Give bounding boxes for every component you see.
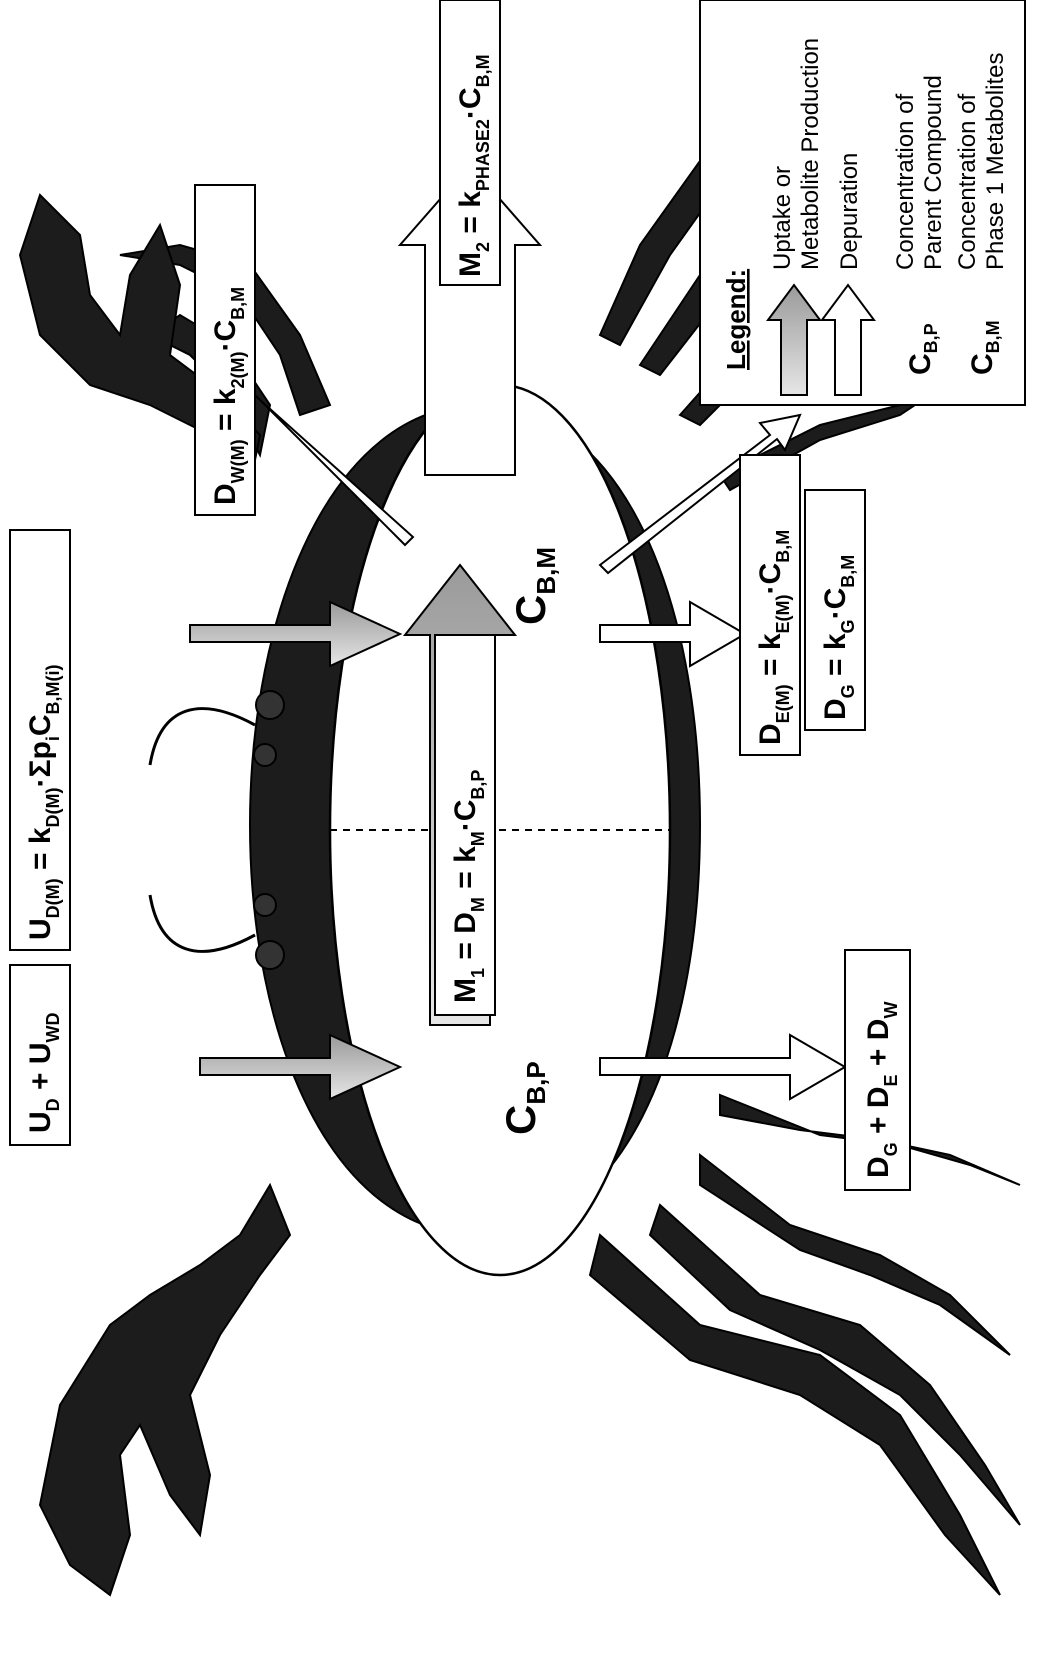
formula-main-text: ·C <box>819 588 852 620</box>
formula-subscript: G <box>838 619 858 633</box>
formula-main-text: ·C <box>754 563 787 595</box>
formula-main-text: U <box>24 918 57 940</box>
formula-subscript: D(M) <box>43 787 63 827</box>
formula-main-text: D <box>862 1019 895 1041</box>
crab-claw-left <box>40 1185 290 1595</box>
formula-subscript: 1 <box>468 968 488 978</box>
formula-main-text: ·C <box>209 320 242 352</box>
formula-subscript: W(M) <box>228 439 248 483</box>
legend-uptake-line2: Metabolite Production <box>797 38 824 270</box>
formula-subscript: M <box>468 831 488 846</box>
formula-main-text: + <box>862 1040 895 1074</box>
legend-depuration-label: Depuration <box>836 153 863 270</box>
formula-subscript: PHASE2 <box>473 119 493 191</box>
formula-main-text: ·C <box>454 87 487 119</box>
formula-subscript: D(M) <box>43 878 63 918</box>
legend-cbm-line1: Concentration of <box>954 94 981 270</box>
formula-main-text: D <box>862 1156 895 1178</box>
formula-subscript: B,M <box>228 287 248 320</box>
formula-subscript: B,M <box>838 555 858 588</box>
formula-subscript: M <box>468 897 488 912</box>
formula-main-text: = k <box>819 633 852 684</box>
formula-main-text: C <box>24 714 57 736</box>
box-uptake-parent: UD + UWD <box>10 965 70 1145</box>
formula-subscript: D <box>43 1098 63 1111</box>
formula-subscript: W <box>881 1002 901 1019</box>
formula-main-text: ·C <box>449 800 482 832</box>
crab-legs-left <box>590 1095 1020 1595</box>
box-depuration-parent: DG + DE + DW <box>845 950 910 1190</box>
legend: Legend: Uptake or Metabolite Production … <box>700 0 1025 405</box>
legend-uptake-line1: Uptake or <box>769 166 796 270</box>
formula-main-text: = k <box>209 388 242 439</box>
formula-main-text: = k <box>24 827 57 878</box>
formula-main-text: D <box>754 723 787 745</box>
formula-subscript: E <box>881 1074 901 1086</box>
legend-cbp-line2: Parent Compound <box>920 75 947 270</box>
formula-subscript: B,M(i) <box>43 664 63 714</box>
box-depuration-water-metabolite: DW(M) = k2(M)·CB,M <box>195 185 255 515</box>
formula-subscript: B,M <box>473 54 493 87</box>
formula-main-text: U <box>24 1042 57 1064</box>
formula-subscript: B,M <box>773 530 793 563</box>
formula-main-text: = k <box>454 191 487 242</box>
formula-main-text: = k <box>449 846 482 897</box>
formula-subscript: G <box>881 1142 901 1156</box>
box-depuration-growth: DG = kG·CB,M <box>805 490 865 730</box>
legend-cbp-line1: Concentration of <box>892 94 919 270</box>
formula-main-text: U <box>24 1111 57 1133</box>
formula-subscript: 2 <box>473 242 493 252</box>
formula-subscript: B,P <box>468 770 488 800</box>
formula-main-text: D <box>819 698 852 720</box>
formula-main-text: M <box>449 978 482 1003</box>
box-metabolism-1: M1 = DM = kM·CB,P <box>435 635 495 1015</box>
formula-main-text: = k <box>754 633 787 684</box>
formula-subscript: 2(M) <box>228 351 248 388</box>
formula-main-text: + <box>862 1108 895 1142</box>
formula-subscript: E(M) <box>773 684 793 723</box>
formula-subscript: E(M) <box>773 594 793 633</box>
formula-main-text: ·Σp <box>24 741 57 787</box>
box-depuration-egestion-metabolite: DE(M) = kE(M)·CB,M <box>740 455 800 755</box>
formula-main-text: D <box>209 483 242 505</box>
box-uptake-metabolite: UD(M) = kD(M)·ΣpiCB,M(i) <box>10 530 70 950</box>
formula-subscript: WD <box>43 1012 63 1042</box>
formula-main-text: D <box>862 1086 895 1108</box>
formula-main-text: M <box>454 252 487 277</box>
crab-antennae <box>150 709 255 952</box>
legend-cbm-line2: Phase 1 Metabolites <box>982 53 1009 270</box>
formula-subscript: i <box>43 736 63 741</box>
formula-main-text: = D <box>449 912 482 968</box>
formula-subscript: G <box>838 684 858 698</box>
formula-main-text: + <box>24 1064 57 1098</box>
box-metabolism-2: M2 = kPHASE2·CB,M <box>440 0 500 285</box>
legend-title: Legend: <box>721 269 751 370</box>
